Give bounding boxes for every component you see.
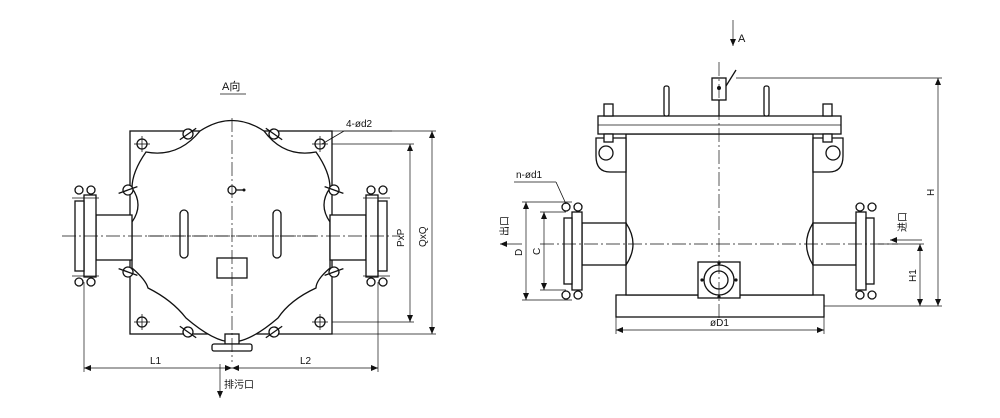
svg-text:L2: L2 <box>300 356 312 367</box>
left-handle-slot <box>179 209 189 259</box>
right-pipe <box>329 214 367 261</box>
inlet-flange <box>855 202 877 300</box>
svg-text:L1: L1 <box>150 356 162 367</box>
svg-text:H1: H1 <box>908 269 919 282</box>
dim-qxq: QxQ <box>332 130 436 335</box>
dim-c: C <box>532 211 566 291</box>
dim-h: H <box>736 77 942 307</box>
svg-text:H: H <box>926 189 937 196</box>
dim-h1: H1 <box>878 243 924 306</box>
holes-label: 4-ød2 <box>346 119 373 130</box>
outlet-label: 出口 <box>498 216 511 236</box>
svg-text:øD1: øD1 <box>710 318 729 329</box>
outlet-flange <box>561 202 583 300</box>
flange-holes-label: n-ød1 <box>516 170 543 181</box>
left-view: A向 4-ød2 PxP QxQ L1 L2 排 <box>62 79 436 398</box>
dim-d1: øD1 <box>615 317 825 334</box>
svg-text:QxQ: QxQ <box>418 226 429 247</box>
svg-text:D: D <box>514 249 525 256</box>
scalloped-cover <box>131 119 331 343</box>
drain-label: 排污口 <box>224 378 254 391</box>
corner-holes <box>134 136 328 330</box>
right-handle-slot <box>272 209 282 259</box>
top-vent-valve <box>711 69 737 116</box>
right-view: A n-ød1 出口 进口 D C øD1 <box>498 20 942 334</box>
dim-l1-l2: L1 L2 <box>83 282 379 372</box>
svg-text:C: C <box>532 248 543 255</box>
lifting-lugs <box>595 137 844 173</box>
inlet-label: 进口 <box>897 212 909 232</box>
cover-rods <box>663 85 770 117</box>
dim-d: D <box>514 201 572 301</box>
left-view-title: A向 <box>222 79 240 93</box>
left-pipe <box>95 214 133 261</box>
view-arrow-label: A <box>738 33 746 45</box>
swing-bolts <box>118 127 344 339</box>
dim-pxp: PxP <box>332 143 414 323</box>
svg-text:PxP: PxP <box>396 228 407 247</box>
